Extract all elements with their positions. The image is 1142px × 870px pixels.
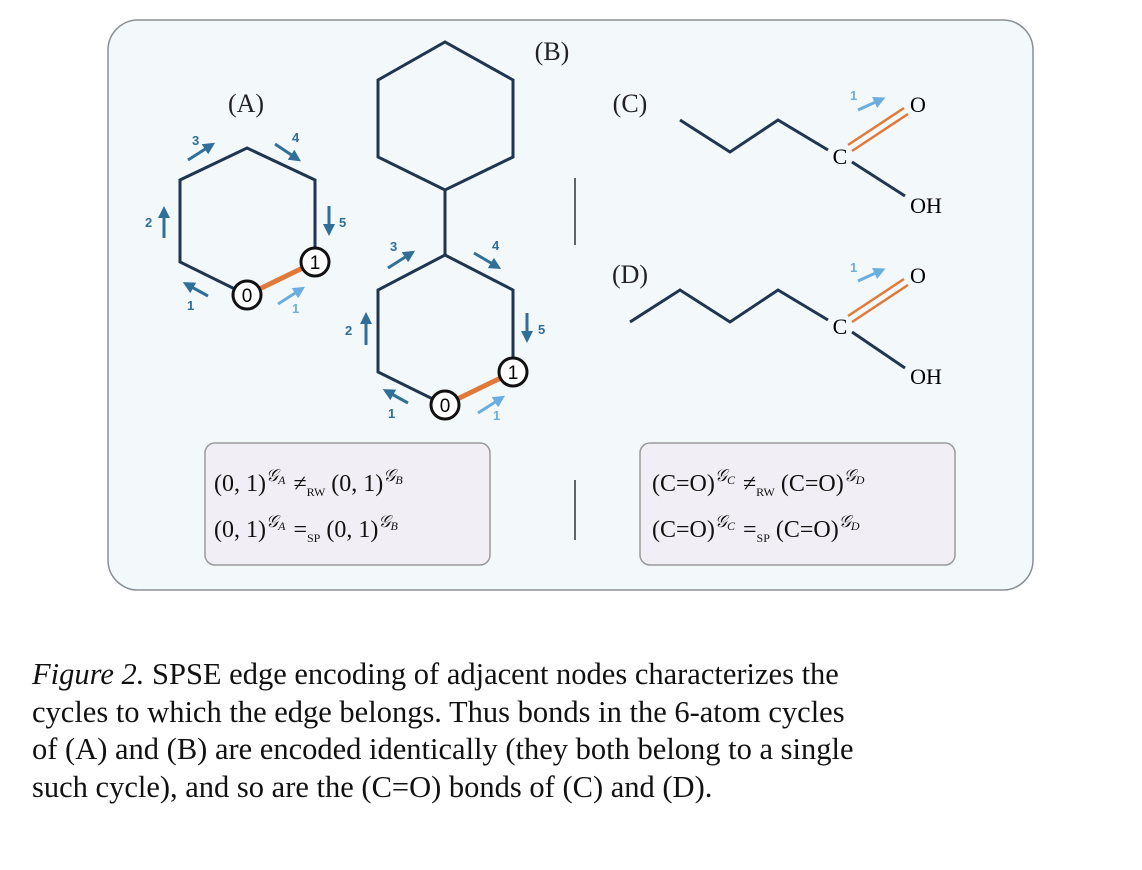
arrow-icon bbox=[857, 97, 886, 112]
node-0-b: 0 bbox=[429, 389, 461, 421]
arrow-icon bbox=[387, 250, 416, 270]
equation-sp-ab: (0, 1)𝒢A=SP(0, 1)𝒢B bbox=[214, 512, 398, 545]
caption-text: SPSE edge encoding of adjacent nodes cha… bbox=[144, 657, 839, 691]
step-label: 3 bbox=[390, 239, 397, 254]
caption-line: cycles to which the edge belongs. Thus b… bbox=[32, 694, 845, 729]
panel-label-d: (D) bbox=[612, 260, 648, 289]
arrow-icon bbox=[182, 282, 209, 298]
atom-carbon: C bbox=[833, 144, 848, 169]
arrow-icon bbox=[277, 286, 306, 306]
node-0-a: 0 bbox=[231, 279, 263, 311]
node-1-b: 1 bbox=[497, 356, 529, 388]
equation-box-left bbox=[204, 442, 491, 566]
arrow-icon bbox=[857, 268, 886, 283]
node-1-a: 1 bbox=[299, 246, 331, 278]
arrow-icon bbox=[477, 395, 506, 415]
step-label: 1 bbox=[493, 408, 500, 423]
equation-box-right bbox=[639, 442, 956, 566]
atom-hydroxyl: OH bbox=[910, 364, 942, 389]
walk-arrows-a bbox=[158, 142, 335, 306]
atom-hydroxyl: OH bbox=[910, 193, 942, 218]
panel-label-a: (A) bbox=[228, 89, 264, 118]
panel-label-c: (C) bbox=[613, 89, 648, 118]
molecule-c bbox=[679, 106, 909, 198]
step-label: 2 bbox=[145, 215, 152, 230]
walk-arrows-b bbox=[360, 250, 533, 415]
step-label: 4 bbox=[492, 238, 500, 253]
svg-text:1: 1 bbox=[508, 363, 519, 384]
arrow-icon bbox=[187, 142, 216, 162]
step-label: 1 bbox=[292, 301, 299, 316]
atom-oxygen: O bbox=[910, 263, 926, 288]
figure-caption: Figure 2. SPSE edge encoding of adjacent… bbox=[32, 656, 1132, 806]
step-label: 5 bbox=[538, 322, 545, 337]
step-label: 5 bbox=[339, 215, 346, 230]
caption-line: Figure 2. SPSE edge encoding of adjacent… bbox=[32, 656, 1132, 694]
svg-text:0: 0 bbox=[242, 286, 253, 307]
arrow-icon bbox=[473, 251, 502, 270]
step-label: 1 bbox=[850, 260, 857, 275]
figure-diagram: (A) 3 4 5 2 1 1 0 1 (B) 3 bbox=[107, 19, 1034, 591]
equation-sp-cd: (C=O)𝒢C=SP(C=O)𝒢D bbox=[652, 512, 860, 545]
step-label: 3 bbox=[192, 133, 199, 148]
step-label: 1 bbox=[187, 298, 194, 313]
svg-text:0: 0 bbox=[440, 396, 451, 417]
caption-line: of (A) and (B) are encoded identically (… bbox=[32, 732, 854, 766]
caption-line: such cycle), and so are the (C=O) bonds … bbox=[32, 769, 713, 804]
equation-rw-ab: (0, 1)𝒢A≠RW(0, 1)𝒢B bbox=[214, 466, 403, 499]
step-label: 4 bbox=[292, 130, 300, 145]
atom-oxygen: O bbox=[910, 92, 926, 117]
atom-carbon: C bbox=[833, 314, 848, 339]
molecule-d bbox=[629, 277, 909, 370]
caption-label: Figure 2. bbox=[32, 657, 145, 691]
step-label: 1 bbox=[388, 406, 395, 421]
step-label: 2 bbox=[345, 323, 352, 338]
panel-label-b: (B) bbox=[535, 37, 570, 66]
arrow-icon bbox=[382, 389, 409, 405]
step-label: 1 bbox=[850, 88, 857, 103]
svg-text:1: 1 bbox=[310, 253, 321, 274]
equation-rw-cd: (C=O)𝒢C≠RW(C=O)𝒢D bbox=[652, 466, 865, 499]
arrow-icon bbox=[274, 142, 301, 162]
